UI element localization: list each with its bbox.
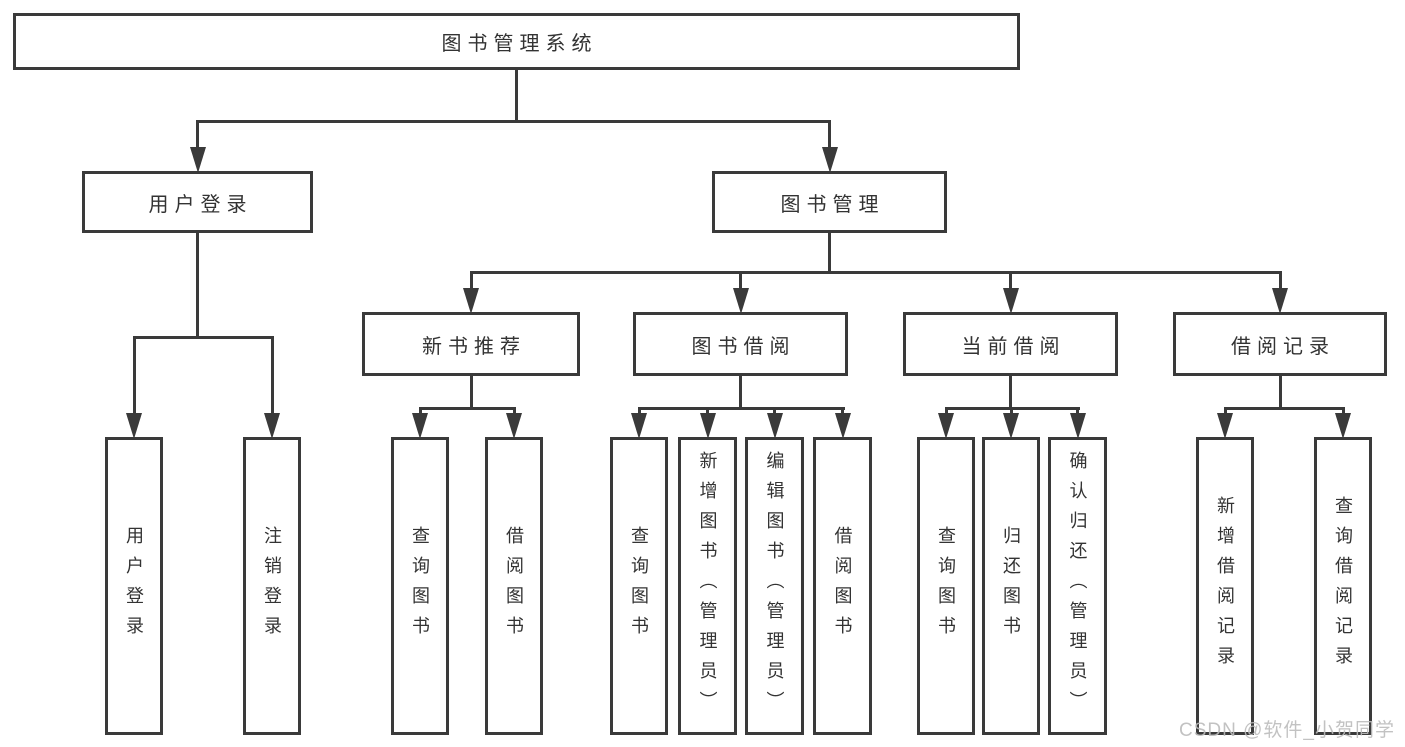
connector-line (828, 233, 831, 274)
node-label: 归还图书 (1001, 526, 1021, 646)
arrowhead-icon (1003, 288, 1019, 314)
connector-line (638, 407, 641, 413)
connector-line (470, 271, 473, 288)
node-label: 确认归还（管理员） (1067, 451, 1088, 721)
arrowhead-icon (1217, 413, 1233, 439)
connector-line (419, 407, 422, 413)
csdn-watermark: CSDN @软件_小贺同学 (1179, 720, 1395, 741)
node-label: 用户登录 (124, 526, 144, 646)
node-label: 借阅记录 (1231, 335, 1335, 358)
node-bb-query: 查询图书 (610, 437, 668, 735)
arrowhead-icon (700, 413, 716, 439)
node-label: 查询图书 (936, 526, 956, 646)
node-label: 注销登录 (262, 526, 282, 646)
node-label: 当前借阅 (961, 335, 1066, 358)
node-current-borrow: 当前借阅 (903, 312, 1118, 376)
node-label: 用户登录 (148, 193, 253, 216)
connector-line (1010, 407, 1013, 413)
arrowhead-icon (733, 288, 749, 314)
node-nbr-borrow: 借阅图书 (485, 437, 543, 735)
arrowhead-icon (463, 288, 479, 314)
node-br-add: 新增借阅记录 (1196, 437, 1254, 735)
arrowhead-icon (822, 147, 838, 173)
connector-line (1076, 407, 1079, 413)
node-cb-return: 归还图书 (982, 437, 1040, 735)
connector-line (196, 120, 831, 123)
connector-line (773, 407, 776, 413)
connector-line (828, 120, 831, 147)
connector-line (133, 336, 136, 413)
arrowhead-icon (631, 413, 647, 439)
arrowhead-icon (264, 413, 280, 439)
arrowhead-icon (1070, 413, 1086, 439)
arrowhead-icon (506, 413, 522, 439)
node-label: 借阅图书 (832, 526, 853, 646)
node-label: 借阅图书 (504, 526, 524, 646)
node-label: 新增图书（管理员） (697, 451, 718, 721)
connector-line (739, 271, 742, 288)
arrowhead-icon (1335, 413, 1351, 439)
connector-line (706, 407, 709, 413)
arrowhead-icon (190, 147, 206, 173)
connector-line (638, 407, 845, 410)
connector-line (470, 376, 473, 410)
connector-line (739, 376, 742, 410)
connector-line (196, 120, 199, 147)
node-new-book-rec: 新书推荐 (362, 312, 580, 376)
node-label: 图书管理系统 (441, 33, 598, 55)
node-label: 图书借阅 (691, 335, 796, 358)
arrowhead-icon (412, 413, 428, 439)
node-br-query: 查询借阅记录 (1314, 437, 1372, 735)
connector-line (1009, 376, 1012, 410)
node-cb-query: 查询图书 (917, 437, 975, 735)
node-borrow-record: 借阅记录 (1173, 312, 1387, 376)
node-label: 查询图书 (410, 526, 430, 646)
node-user-login: 用户登录 (82, 171, 313, 233)
connector-line (1009, 271, 1012, 288)
connector-line (271, 336, 274, 413)
node-label: 编辑图书（管理员） (764, 451, 785, 721)
connector-line (1224, 407, 1227, 413)
connector-line (133, 336, 274, 339)
node-bb-borrow: 借阅图书 (813, 437, 872, 735)
connector-line (945, 407, 948, 413)
node-logout-leaf: 注销登录 (243, 437, 301, 735)
connector-line (470, 271, 1282, 274)
node-label: 图书管理 (780, 193, 885, 216)
arrowhead-icon (1003, 413, 1019, 439)
node-root: 图书管理系统 (13, 13, 1020, 70)
node-book-mgmt: 图书管理 (712, 171, 947, 233)
arrowhead-icon (1272, 288, 1288, 314)
node-label: 新书推荐 (422, 335, 526, 358)
connector-line (515, 70, 518, 123)
node-bb-add: 新增图书（管理员） (678, 437, 737, 735)
node-book-borrow: 图书借阅 (633, 312, 848, 376)
node-label: 查询借阅记录 (1333, 496, 1353, 676)
node-label: 查询图书 (629, 526, 649, 646)
connector-line (1279, 271, 1282, 288)
connector-line (419, 407, 516, 410)
connector-line (1224, 407, 1345, 410)
node-label: 新增借阅记录 (1215, 496, 1235, 676)
connector-line (513, 407, 516, 413)
connector-line (1342, 407, 1345, 413)
node-user-login-leaf: 用户登录 (105, 437, 163, 735)
connector-line (1279, 376, 1282, 410)
arrowhead-icon (835, 413, 851, 439)
node-bb-edit: 编辑图书（管理员） (745, 437, 804, 735)
arrowhead-icon (938, 413, 954, 439)
node-nbr-query: 查询图书 (391, 437, 449, 735)
arrowhead-icon (767, 413, 783, 439)
arrowhead-icon (126, 413, 142, 439)
connector-line (841, 407, 844, 413)
connector-line (196, 233, 199, 339)
node-cb-confirm: 确认归还（管理员） (1048, 437, 1107, 735)
